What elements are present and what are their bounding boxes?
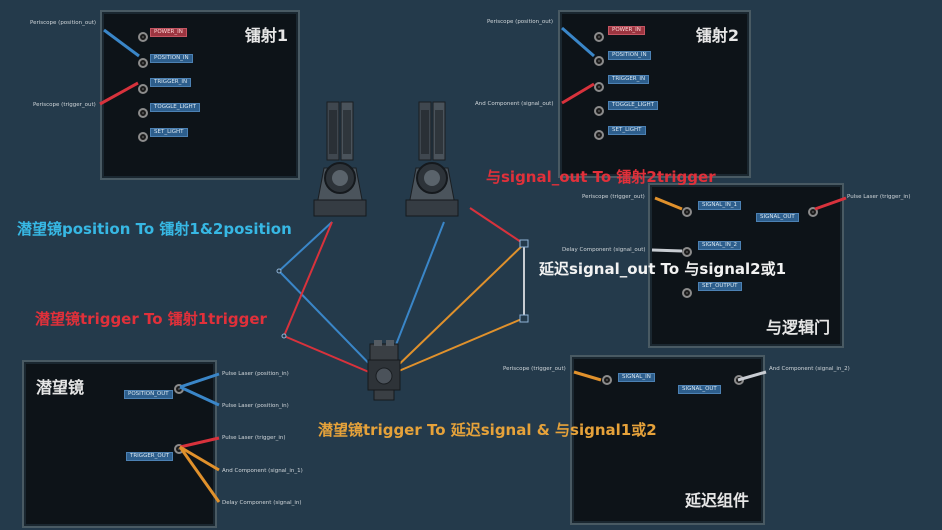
port-signal-in[interactable]: SIGNAL_IN <box>618 373 655 382</box>
port-set-light[interactable]: SET_LIGHT <box>608 126 646 135</box>
port-connector[interactable] <box>138 58 148 68</box>
laser1-panel: 镭射1 POWER_IN POSITION_IN TRIGGER_IN TOGG… <box>100 10 300 180</box>
wire-label: Periscope (trigger_out) <box>503 366 566 372</box>
annotation-periscope-position: 潜望镜position To 镭射1&2position <box>17 220 292 238</box>
port-trigger-out[interactable]: TRIGGER_OUT <box>126 452 174 461</box>
wire-label: Periscope (position_out) <box>30 20 97 26</box>
wire-label: Pulse Laser (trigger_in) <box>222 435 286 441</box>
wire-label: Periscope (trigger_out) <box>33 102 96 108</box>
wire-periscope-position <box>277 221 445 380</box>
laser2-panel: 镭射2 POWER_IN POSITION_IN TRIGGER_IN TOGG… <box>558 10 751 178</box>
periscope-device-icon <box>367 340 401 401</box>
port-connector[interactable] <box>594 56 604 66</box>
periscope-panel: 潜望镜 POSITION_OUT TRIGGER_OUT <box>22 360 217 528</box>
port-signal-out[interactable]: SIGNAL_OUT <box>678 385 721 394</box>
periscope-title: 潜望镜 <box>36 378 85 397</box>
laser-turret-icon <box>405 101 459 217</box>
port-connector[interactable] <box>682 207 692 217</box>
port-toggle-light[interactable]: TOGGLE_LIGHT <box>150 103 200 112</box>
port-connector[interactable] <box>602 375 612 385</box>
wire-and-to-laser2 <box>469 207 525 245</box>
port-set-light[interactable]: SET_LIGHT <box>150 128 188 137</box>
port-trigger-in[interactable]: TRIGGER_IN <box>608 75 650 84</box>
port-toggle-light[interactable]: TOGGLE_LIGHT <box>608 101 658 110</box>
port-set-output[interactable]: SET_OUTPUT <box>698 282 742 291</box>
annotation-periscope-trigger: 潜望镜trigger To 镭射1trigger <box>35 310 267 328</box>
wire-label: Periscope (trigger_out) <box>582 194 645 200</box>
wire-periscope-to-delay <box>386 243 525 377</box>
port-connector[interactable] <box>138 84 148 94</box>
and-panel: 与逻辑门 SIGNAL_IN_1 SIGNAL_IN_2 SET_OUTPUT … <box>648 183 844 348</box>
wire-label: Pulse Laser (position_in) <box>222 403 289 409</box>
port-signal-in-2[interactable]: SIGNAL_IN_2 <box>698 241 742 250</box>
port-connector[interactable] <box>138 108 148 118</box>
port-position-in[interactable]: POSITION_IN <box>608 51 651 60</box>
port-connector[interactable] <box>594 130 604 140</box>
port-power-in[interactable]: POWER_IN <box>608 26 645 35</box>
annotation-and-to-laser2: 与signal_out To 镭射2trigger <box>486 168 716 186</box>
port-connector[interactable] <box>594 106 604 116</box>
port-signal-out[interactable]: SIGNAL_OUT <box>756 213 799 222</box>
wire-label: Periscope (position_out) <box>487 19 554 25</box>
port-connector[interactable] <box>682 288 692 298</box>
laser2-title: 镭射2 <box>695 26 739 45</box>
port-trigger-in[interactable]: TRIGGER_IN <box>150 78 192 87</box>
wire-label: And Component (signal_out) <box>475 101 554 107</box>
wire-label: Pulse Laser (position_in) <box>222 371 289 377</box>
port-connector[interactable] <box>594 82 604 92</box>
wire-label: And Component (signal_in_1) <box>222 468 303 474</box>
port-connector[interactable] <box>594 32 604 42</box>
wire-label: And Component (signal_in_2) <box>769 366 850 372</box>
port-connector[interactable] <box>138 32 148 42</box>
delay-panel: 延迟组件 SIGNAL_IN SIGNAL_OUT <box>570 355 765 525</box>
port-position-in[interactable]: POSITION_IN <box>150 54 193 63</box>
wire-periscope-to-and <box>386 317 525 377</box>
port-position-out[interactable]: POSITION_OUT <box>124 390 173 399</box>
annotation-delay-to-and: 延迟signal_out To 与signal2或1 <box>539 260 787 278</box>
wire-label: Pulse Laser (trigger_in) <box>847 194 911 200</box>
and-title: 与逻辑门 <box>765 318 830 337</box>
port-connector[interactable] <box>808 207 818 217</box>
port-power-in[interactable]: POWER_IN <box>150 28 187 37</box>
laser-turret-icon <box>313 101 367 217</box>
port-connector[interactable] <box>682 247 692 257</box>
laser1-title: 镭射1 <box>244 26 288 45</box>
port-signal-in-1[interactable]: SIGNAL_IN_1 <box>698 201 742 210</box>
delay-title: 延迟组件 <box>684 491 749 510</box>
annotation-periscope-to-delay: 潜望镜trigger To 延迟signal & 与signal1或2 <box>318 421 657 439</box>
port-connector[interactable] <box>138 132 148 142</box>
wire-label: Delay Component (signal_out) <box>562 247 646 253</box>
wire-label: Delay Component (signal_in) <box>222 500 302 506</box>
